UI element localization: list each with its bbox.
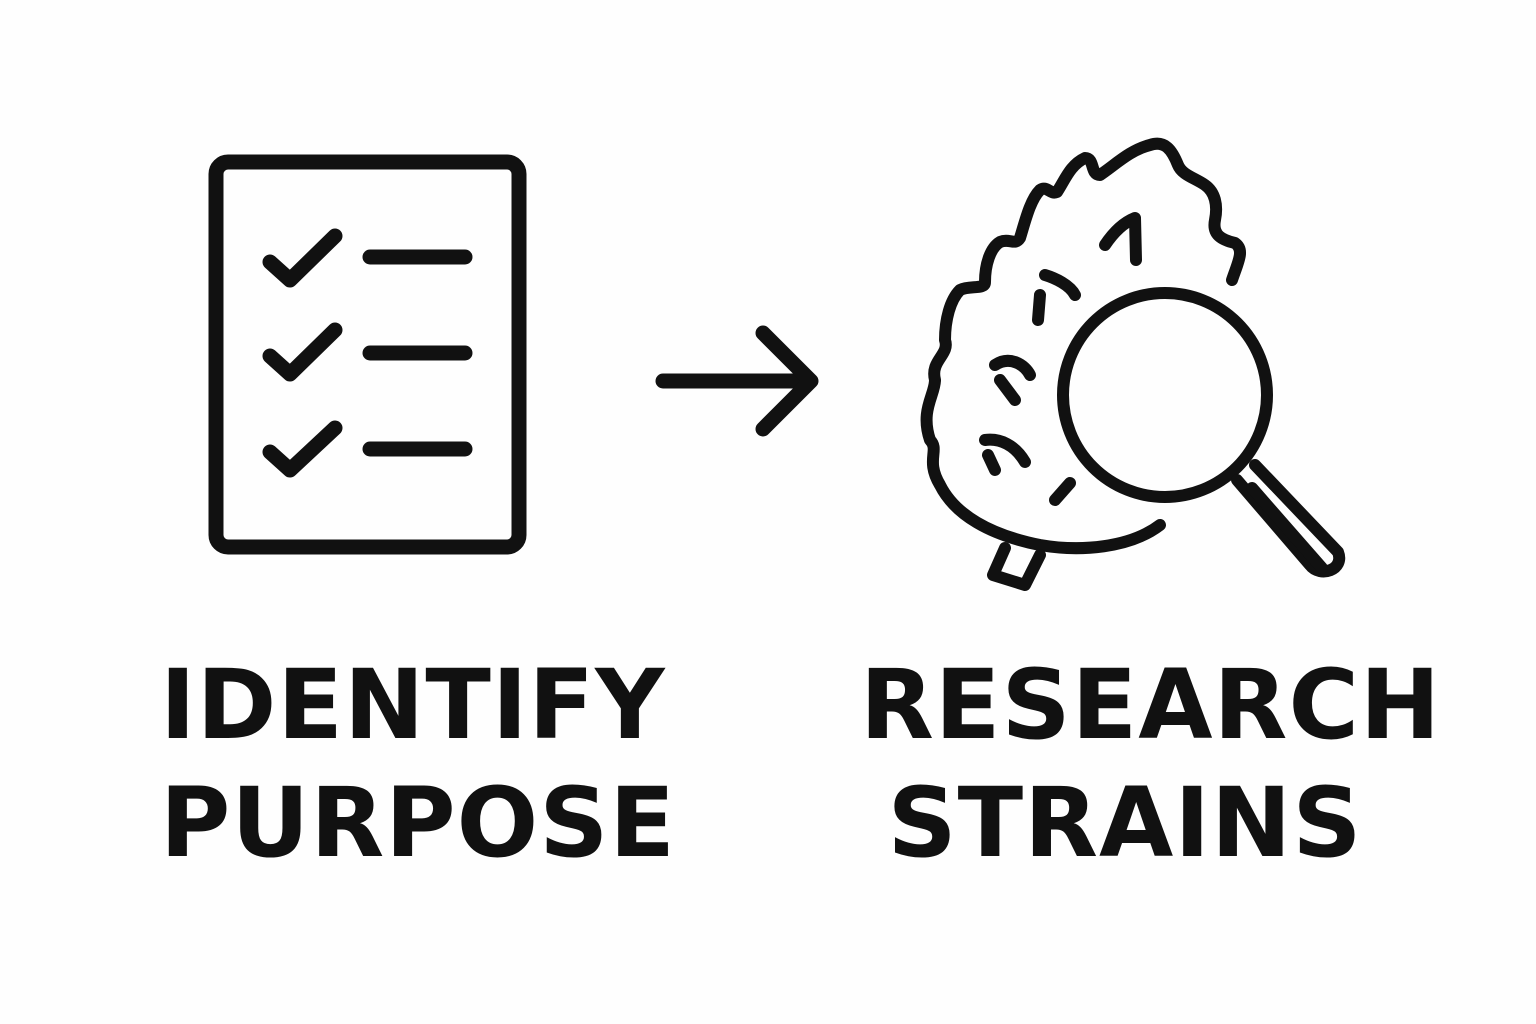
leaf-magnifier-icon — [920, 137, 1346, 591]
checklist-icon — [208, 154, 527, 555]
step-2-title-line-1: RESEARCH — [860, 649, 1442, 761]
step-2-title-line-2: STRAINS — [887, 767, 1363, 879]
arrow-right-icon — [655, 325, 819, 437]
step-1-title-line-1: IDENTIFY — [160, 649, 666, 761]
step-1-title-line-2: PURPOSE — [160, 767, 676, 879]
